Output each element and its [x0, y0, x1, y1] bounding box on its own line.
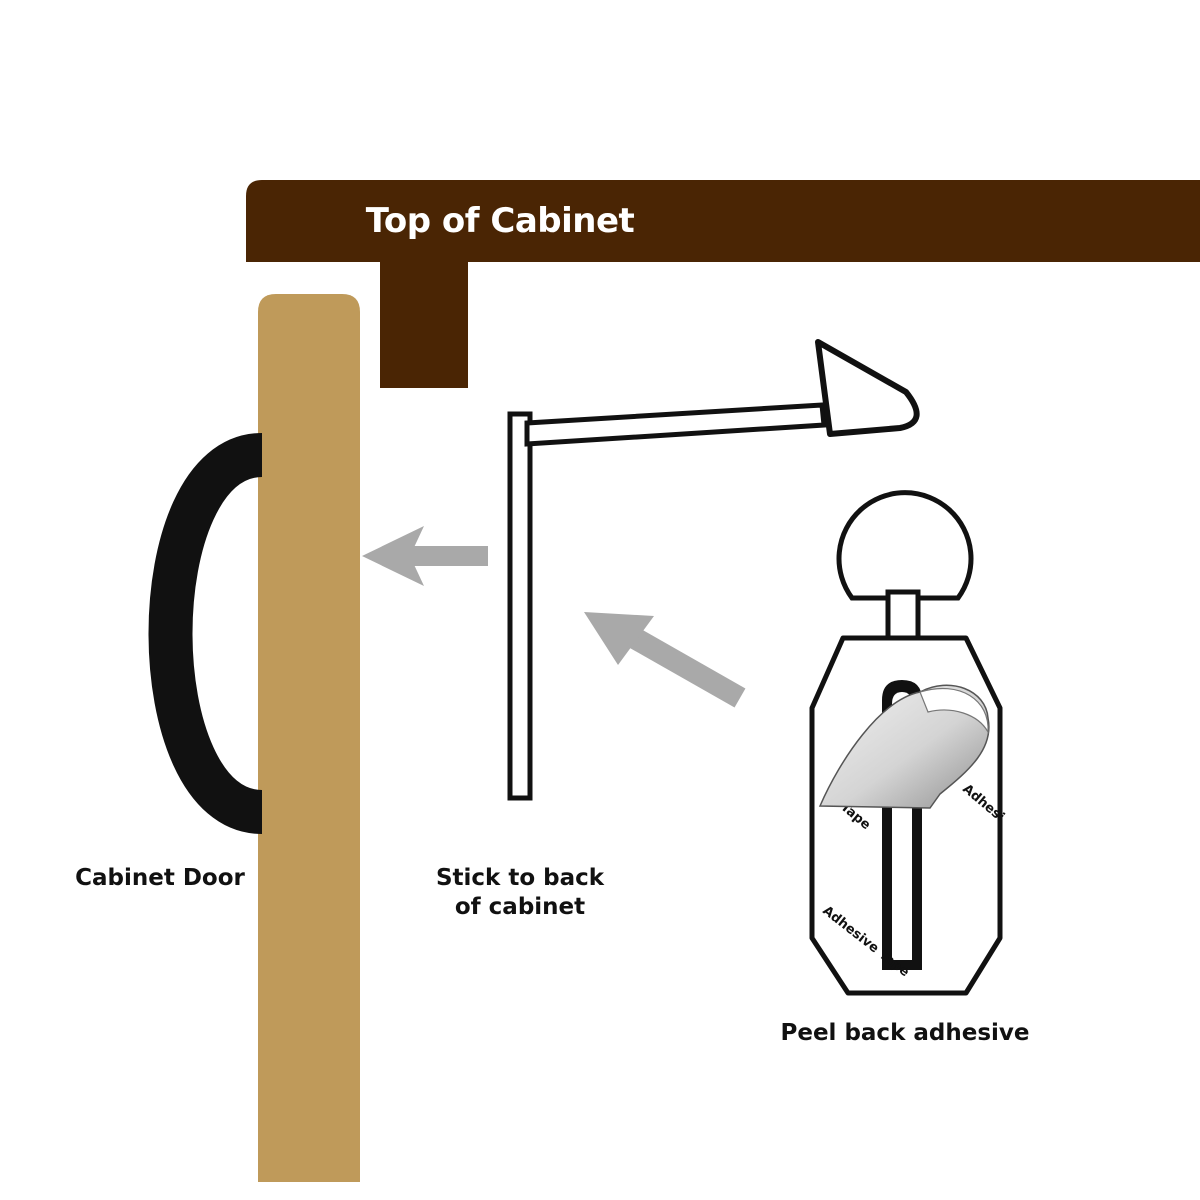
cabinet-top-board [246, 180, 1200, 262]
cabinet-door-label: Cabinet Door [75, 865, 245, 891]
door-handle [148, 433, 265, 834]
stick-to-back-label: Stick to back of cabinet [400, 864, 640, 922]
stick-label-line1: Stick to back [435, 865, 605, 891]
arrow-to-door [362, 526, 488, 586]
peel-curl-edge [919, 687, 989, 735]
cabinet-top-lip [380, 255, 468, 388]
arrow-to-latch [584, 612, 746, 708]
top-of-cabinet-label: Top of Cabinet [365, 201, 635, 241]
latch-hook-tip [815, 339, 920, 437]
cabinet-door [258, 294, 360, 1182]
peeled-adhesive-film [818, 684, 990, 809]
peel-back-adhesive-label: Peel back adhesive [780, 1020, 1030, 1046]
stick-label-line2: of cabinet [454, 893, 586, 920]
latch-lever [524, 402, 827, 447]
latch-arm [507, 411, 533, 801]
